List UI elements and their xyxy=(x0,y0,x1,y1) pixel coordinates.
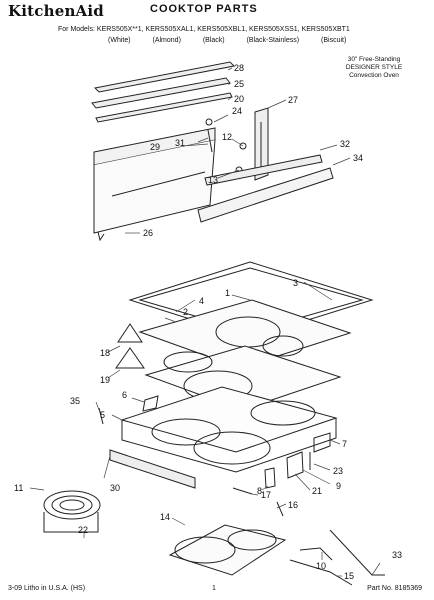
callout-26: 26 xyxy=(143,228,153,238)
trim-strip-32 xyxy=(204,154,323,186)
callout-7: 7 xyxy=(342,439,347,449)
screw-24 xyxy=(205,118,213,126)
callout-31: 31 xyxy=(175,138,185,148)
callout-32: 32 xyxy=(340,139,350,149)
callout-35: 35 xyxy=(70,396,80,406)
callout-2: 2 xyxy=(183,307,188,317)
callout-6: 6 xyxy=(122,390,127,400)
callout-14: 14 xyxy=(160,512,170,522)
part-6 xyxy=(142,395,159,412)
callout-1: 1 xyxy=(225,288,230,298)
callout-18: 18 xyxy=(100,348,110,358)
callout-34: 34 xyxy=(353,153,363,163)
brand-logo: KitchenAid xyxy=(8,2,104,20)
callout-15: 15 xyxy=(344,571,354,581)
callout-8: 8 xyxy=(257,486,262,496)
clip-18 xyxy=(117,323,143,343)
callout-17: 17 xyxy=(261,490,271,500)
part-8 xyxy=(264,467,276,489)
callout-19: 19 xyxy=(100,375,110,385)
callout-27: 27 xyxy=(288,95,298,105)
callout-22: 22 xyxy=(78,525,88,535)
bracket-27 xyxy=(254,107,269,181)
page-title: COOKTOP PARTS xyxy=(150,3,258,15)
model-list: For Models: KERS505X**1, KERS505XAL1, KE… xyxy=(58,26,350,33)
harness-15 xyxy=(289,559,353,586)
callout-28: 28 xyxy=(234,63,244,73)
element-11 xyxy=(43,490,101,520)
product-description: 30" Free-Standing DESIGNER STYLE Convect… xyxy=(326,56,422,80)
harness-10 xyxy=(299,547,333,561)
callout-24: 24 xyxy=(232,106,242,116)
element-assembly-14 xyxy=(168,524,287,576)
color-list: (White) (Almond) (Black) (Black-Stainles… xyxy=(108,37,347,44)
element-tray-5 xyxy=(120,386,338,473)
callout-25: 25 xyxy=(234,79,244,89)
screw-16 xyxy=(276,501,284,517)
callout-labels: 28 25 20 24 27 12 29 31 13 32 34 26 3 4 … xyxy=(14,63,402,581)
front-strip-30 xyxy=(109,449,196,489)
callout-13: 13 xyxy=(208,175,218,185)
bracket-22 xyxy=(43,512,99,533)
callout-10: 10 xyxy=(316,561,326,571)
screw-35 xyxy=(98,407,104,425)
product-line-1: 30" Free-Standing xyxy=(347,56,401,63)
screw-12 xyxy=(239,142,247,150)
callout-16: 16 xyxy=(288,500,298,510)
product-line-3: Convection Oven xyxy=(349,72,399,79)
leader-lines xyxy=(29,67,381,577)
callout-23: 23 xyxy=(333,466,343,476)
part-7 xyxy=(313,432,331,453)
litho-note: 3-09 Litho in U.S.A. (HS) xyxy=(8,585,86,592)
callout-4: 4 xyxy=(199,296,204,306)
callout-11: 11 xyxy=(14,483,23,493)
switch-21 xyxy=(286,451,304,479)
callout-5: 5 xyxy=(100,410,105,420)
callout-12: 12 xyxy=(222,132,232,142)
callout-9: 9 xyxy=(336,481,341,491)
trim-strip-20 xyxy=(95,92,233,123)
trim-strip-25 xyxy=(91,77,231,109)
callout-21: 21 xyxy=(312,486,322,496)
callout-29: 29 xyxy=(150,142,160,152)
page-number: 1 xyxy=(212,585,216,592)
product-line-2: DESIGNER STYLE xyxy=(345,64,403,71)
clip-19 xyxy=(115,347,145,369)
callout-3: 3 xyxy=(293,278,298,288)
screw-31 xyxy=(207,129,213,153)
callout-33: 33 xyxy=(392,550,402,560)
callout-30: 30 xyxy=(110,483,120,493)
trim-strip-28 xyxy=(93,61,236,93)
wire-17 xyxy=(232,487,253,495)
callout-20: 20 xyxy=(234,94,244,104)
manifold-panel-26 xyxy=(93,127,216,242)
trim-strip-34 xyxy=(197,167,334,223)
part-number: Part No. 8185369 xyxy=(367,585,422,592)
